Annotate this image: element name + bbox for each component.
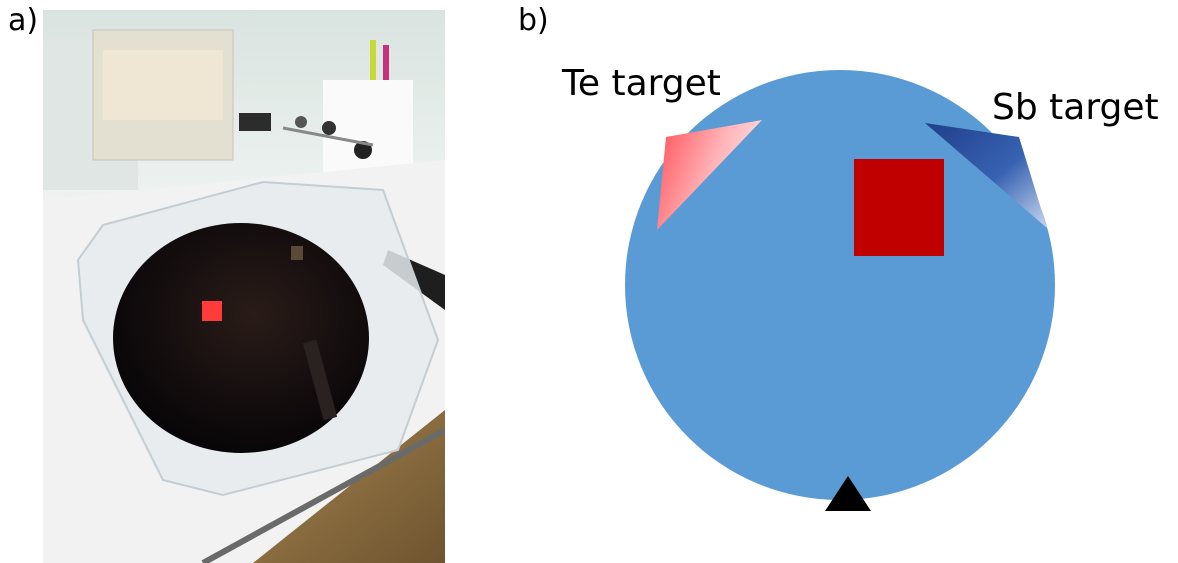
te-target-label: Te target xyxy=(562,63,721,104)
silicon-wafer xyxy=(113,223,369,453)
wafer-circle xyxy=(625,70,1055,500)
wafer-photo xyxy=(43,10,445,563)
sample-marker xyxy=(202,301,222,321)
paper-stack xyxy=(103,50,223,120)
panel-a-label: a) xyxy=(8,3,39,38)
clamp-knob xyxy=(322,121,336,135)
tissue-paper xyxy=(323,80,413,175)
sb-target-label: Sb target xyxy=(992,87,1159,128)
pen xyxy=(383,45,389,85)
metal-bar xyxy=(201,427,445,563)
sb-target xyxy=(925,123,1047,228)
clamp-rod xyxy=(282,126,374,147)
clamp-knob xyxy=(295,116,307,128)
pen xyxy=(370,40,376,85)
clamp-knob xyxy=(354,141,372,159)
small-device xyxy=(239,113,271,131)
orientation-marker xyxy=(825,476,871,511)
te-target xyxy=(657,120,762,230)
panel-b-label: b) xyxy=(518,3,549,38)
wafer-reflection xyxy=(302,339,338,421)
wafer-reflection xyxy=(291,246,303,260)
sputter-schematic xyxy=(625,70,1055,511)
sample-square xyxy=(854,159,944,256)
